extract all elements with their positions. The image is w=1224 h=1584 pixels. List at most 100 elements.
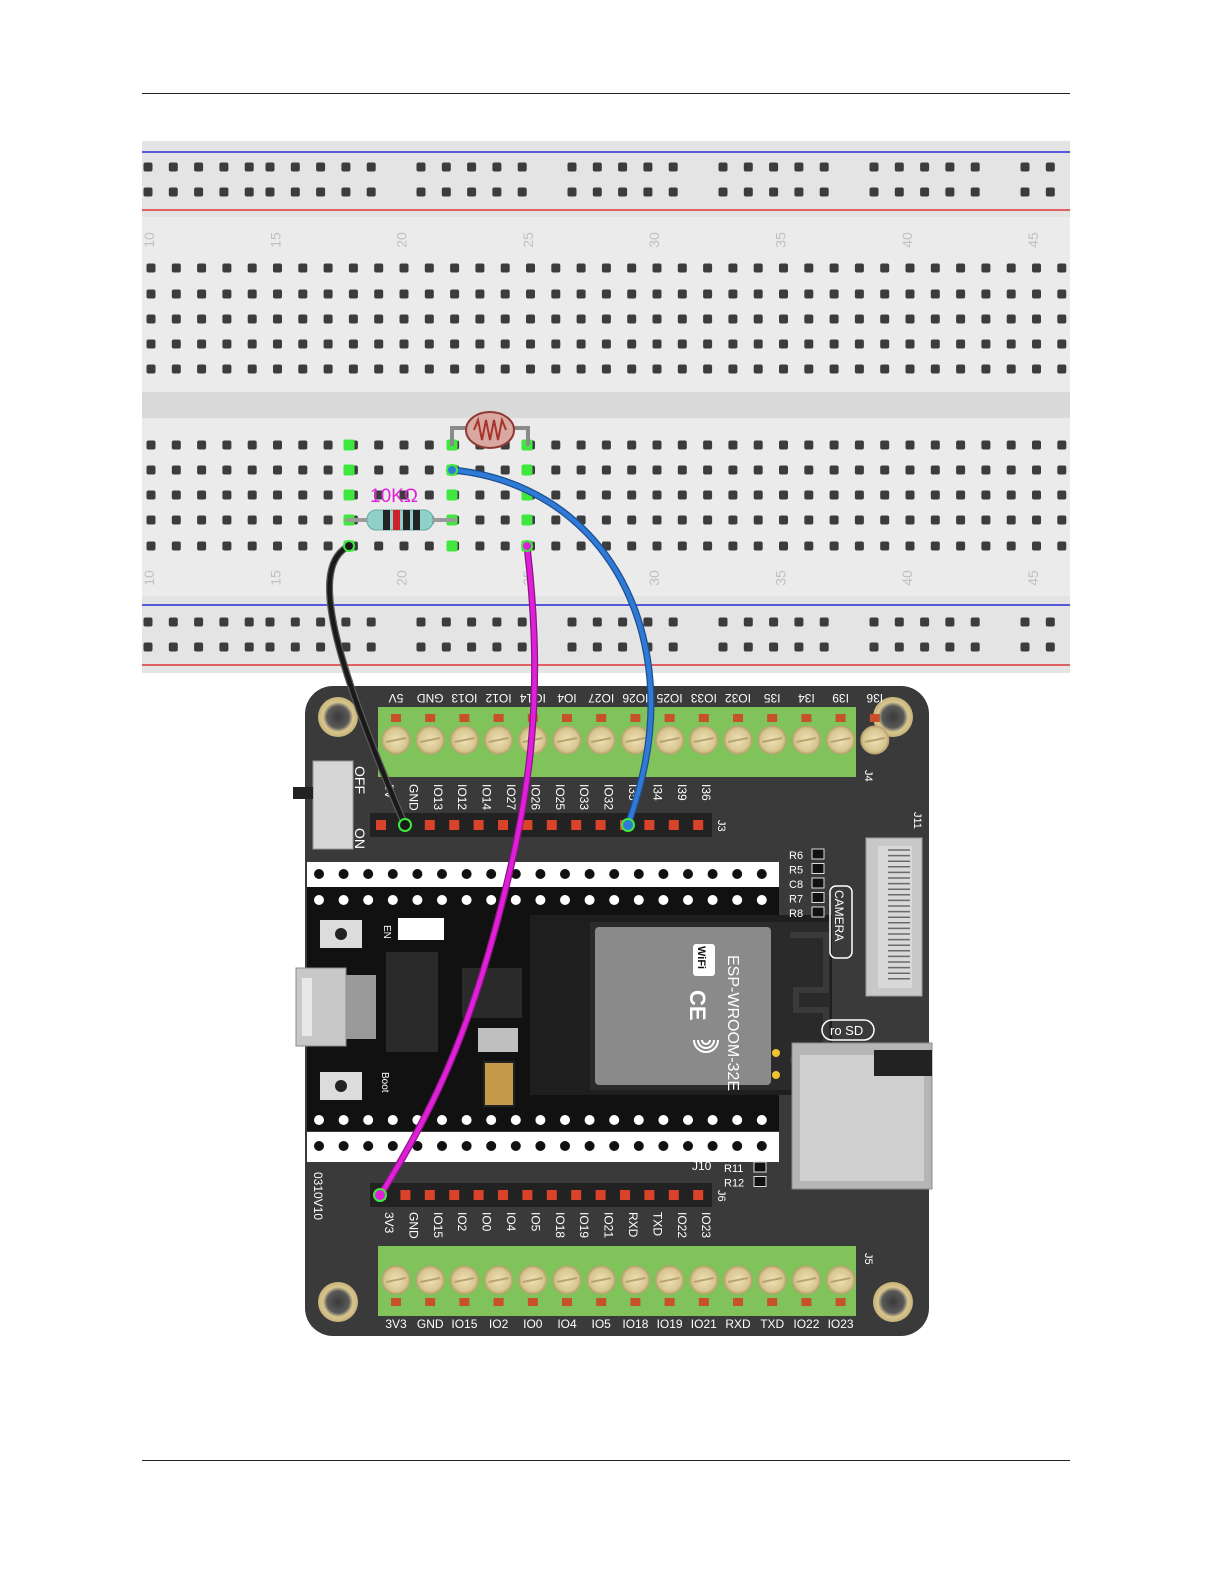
header-pin[interactable] [424, 1190, 435, 1200]
breadboard-hole [1032, 440, 1041, 450]
rail-hole [244, 162, 254, 172]
breadboard-hole [854, 314, 864, 324]
breadboard-hole [829, 364, 839, 374]
rail-hole [869, 187, 879, 197]
breadboard-hole [1032, 339, 1041, 349]
header-pin[interactable] [668, 1190, 679, 1200]
rail-hole [920, 642, 930, 652]
breadboard-hole [171, 289, 181, 299]
rail-hole [416, 617, 426, 627]
smd-label: R7 [789, 894, 803, 906]
header-pin[interactable] [620, 1190, 630, 1200]
header-pin[interactable] [424, 820, 435, 830]
header-pin[interactable] [644, 820, 655, 830]
breadboard-hole [905, 541, 915, 551]
devkit-pin [683, 895, 693, 905]
header-pin[interactable] [571, 1190, 582, 1200]
header-pin[interactable] [498, 1190, 508, 1200]
header-pin[interactable] [473, 1190, 484, 1200]
breadboard-hole [703, 515, 713, 525]
devkit-pin [683, 1115, 693, 1125]
rail-hole [668, 187, 678, 197]
breadboard-hole [880, 289, 890, 299]
column-number: 15 [267, 570, 283, 586]
devkit-pin [633, 869, 644, 879]
breadboard-hole [753, 490, 763, 500]
breadboard-hole [298, 490, 308, 500]
breadboard-hole [728, 440, 738, 450]
breadboard-hole [779, 490, 788, 500]
header-pin[interactable] [498, 820, 508, 830]
wire-black-gnd[interactable] [327, 543, 408, 828]
terminal-label: IO0 [523, 1317, 543, 1331]
rail-hole [592, 187, 602, 197]
breadboard-hole [930, 515, 940, 525]
breadboard-hole [323, 440, 333, 450]
breadboard-hole [627, 364, 637, 374]
breadboard-hole [551, 289, 561, 299]
header-rule [142, 93, 1070, 94]
breadboard-hole [753, 314, 763, 324]
rail-hole [416, 642, 426, 652]
header-pin[interactable] [595, 1190, 606, 1200]
breadboard-hole [1057, 541, 1067, 551]
rail-hole [592, 642, 602, 652]
header-pin[interactable] [546, 1190, 557, 1200]
breadboard-hole [880, 515, 890, 525]
devkit-pin [756, 1141, 767, 1151]
terminal-label: IO12 [485, 691, 511, 705]
breadboard-hole [348, 364, 358, 374]
terminal-label: IO5 [592, 1317, 612, 1331]
breadboard-hole [652, 515, 662, 525]
breadboard-hole [804, 515, 814, 525]
header-pin[interactable] [546, 820, 557, 830]
power-switch-knob[interactable] [293, 787, 313, 799]
boot-button-cap[interactable] [335, 1080, 347, 1092]
photoresistor-leg-right [510, 426, 530, 446]
header-pin[interactable] [644, 1190, 655, 1200]
breadboard-hole [146, 263, 156, 273]
breadboard-hole [956, 289, 966, 299]
devkit-pin [609, 1115, 620, 1125]
breadboard-hole [779, 440, 788, 450]
breadboard-hole [779, 515, 788, 525]
header-pin[interactable] [522, 1190, 533, 1200]
breadboard-hole [677, 515, 687, 525]
breadboard-hole [728, 465, 738, 475]
header-pin[interactable] [473, 820, 484, 830]
power-switch[interactable] [312, 760, 354, 850]
devkit-pin [609, 869, 620, 879]
header-pin[interactable] [668, 820, 679, 830]
rail-hole [618, 617, 628, 627]
header-pin[interactable] [400, 1190, 411, 1200]
header-pin[interactable] [693, 820, 704, 830]
wire-blue-signal[interactable] [449, 467, 654, 828]
breadboard-hole [829, 515, 839, 525]
breadboard-hole [551, 465, 561, 475]
en-button-cap[interactable] [335, 928, 347, 940]
header-pin[interactable] [376, 820, 386, 830]
header-pin[interactable] [693, 1190, 704, 1200]
breadboard-hole [677, 263, 687, 273]
screw-slot [796, 1277, 817, 1283]
header-pin[interactable] [571, 820, 582, 830]
screw-slot [420, 737, 441, 743]
terminal-pin [835, 1298, 846, 1306]
header-pin[interactable] [449, 1190, 460, 1200]
breadboard-hole [273, 465, 282, 475]
smd-part [811, 863, 825, 874]
header-pin[interactable] [522, 820, 533, 830]
devkit-pin [363, 1141, 374, 1151]
rail-hole [467, 642, 477, 652]
wire-magenta-3v3[interactable] [377, 543, 537, 1199]
header-pin[interactable] [449, 820, 460, 830]
breadboard-hole [171, 515, 181, 525]
terminal-label: 5V [389, 691, 404, 705]
breadboard-hole [652, 364, 662, 374]
breadboard-hole [273, 541, 282, 551]
rail-hole [869, 642, 879, 652]
rail-hole [441, 187, 451, 197]
header-pin[interactable] [595, 820, 606, 830]
devkit-pin [387, 869, 398, 879]
